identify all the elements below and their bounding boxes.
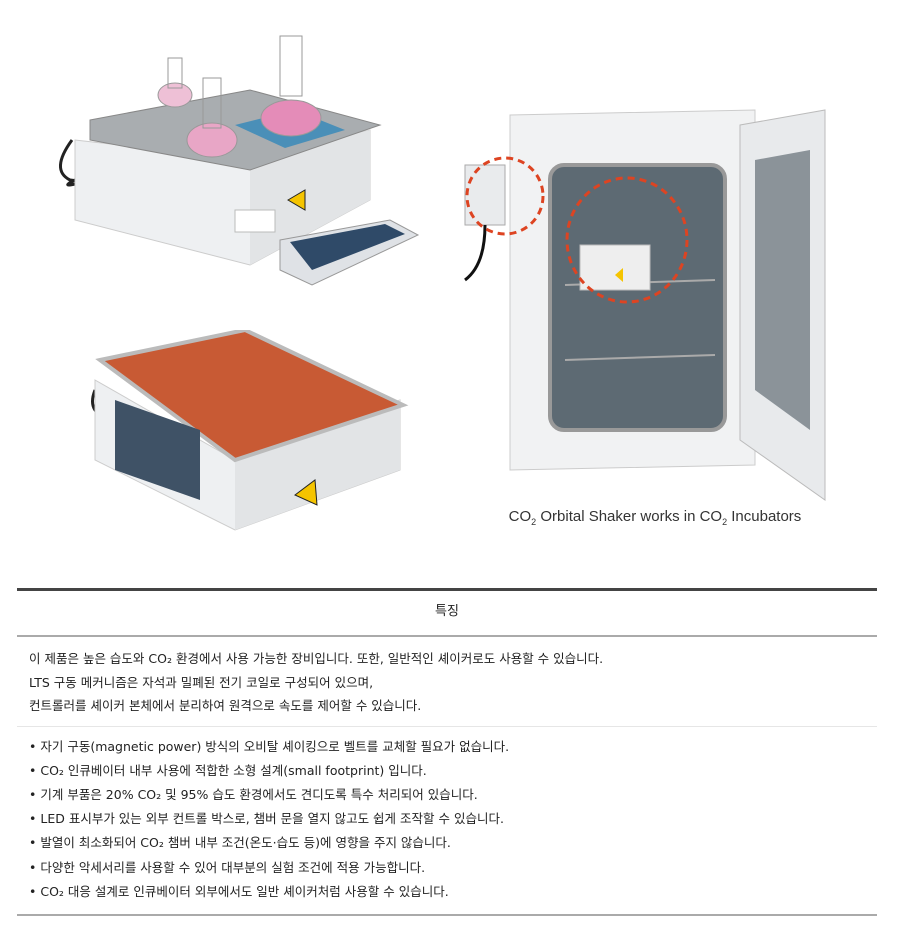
features-list: 자기 구동(magnetic power) 방식의 오비탈 셰이킹으로 벨트를 … [17, 727, 877, 914]
caption-subscript: 2 [722, 517, 728, 527]
intro-line: LTS 구동 메커니즘은 자석과 밀폐된 전기 코일로 구성되어 있으며, [29, 674, 374, 690]
image-caption: CO2 Orbital Shaker works in CO2 Incubato… [470, 508, 840, 527]
features-section: 특징 이 제품은 높은 습도와 CO₂ 환경에서 사용 가능한 장비입니다. 또… [17, 588, 877, 916]
features-intro: 이 제품은 높은 습도와 CO₂ 환경에서 사용 가능한 장비입니다. 또한, … [17, 637, 877, 726]
list-item: CO₂ 인큐베이터 내부 사용에 적합한 소형 설계(small footpri… [29, 759, 877, 783]
features-title: 특징 [435, 604, 459, 619]
list-item: 다양한 악세서리를 사용할 수 있어 대부분의 실험 조건에 적용 가능합니다. [29, 856, 877, 880]
caption-text: Incubators [727, 508, 802, 525]
caption-text: Orbital Shaker works in CO [536, 508, 723, 525]
intro-line: 이 제품은 높은 습도와 CO₂ 환경에서 사용 가능한 장비입니다. 또한, … [29, 651, 604, 666]
caption-text: CO [508, 508, 532, 525]
list-item: CO₂ 대응 설계로 인큐베이터 외부에서도 일반 셰이커처럼 사용할 수 있습… [29, 880, 877, 904]
divider [17, 635, 877, 637]
shaker-with-mat-image [91, 330, 409, 531]
divider [17, 588, 877, 591]
divider [17, 725, 877, 727]
co2-incubator-image [464, 109, 826, 501]
list-item: LED 표시부가 있는 외부 컨트롤 박스로, 챔버 문을 열지 않고도 쉽게 … [29, 807, 877, 831]
list-item: 기계 부품은 20% CO₂ 및 95% 습도 환경에서도 견디도록 특수 처리… [29, 783, 877, 807]
list-item: 발열이 최소화되어 CO₂ 챔버 내부 조건(온도·습도 등)에 영향을 주지 … [29, 831, 877, 855]
list-item: 자기 구동(magnetic power) 방식의 오비탈 셰이킹으로 벨트를 … [29, 735, 877, 759]
shaker-with-flasks-image [59, 35, 420, 286]
intro-line: 컨트롤러를 셰이커 본체에서 분리하여 원격으로 속도를 제어할 수 있습니다. [29, 698, 422, 713]
divider [17, 913, 877, 916]
caption-subscript: 2 [531, 517, 537, 527]
